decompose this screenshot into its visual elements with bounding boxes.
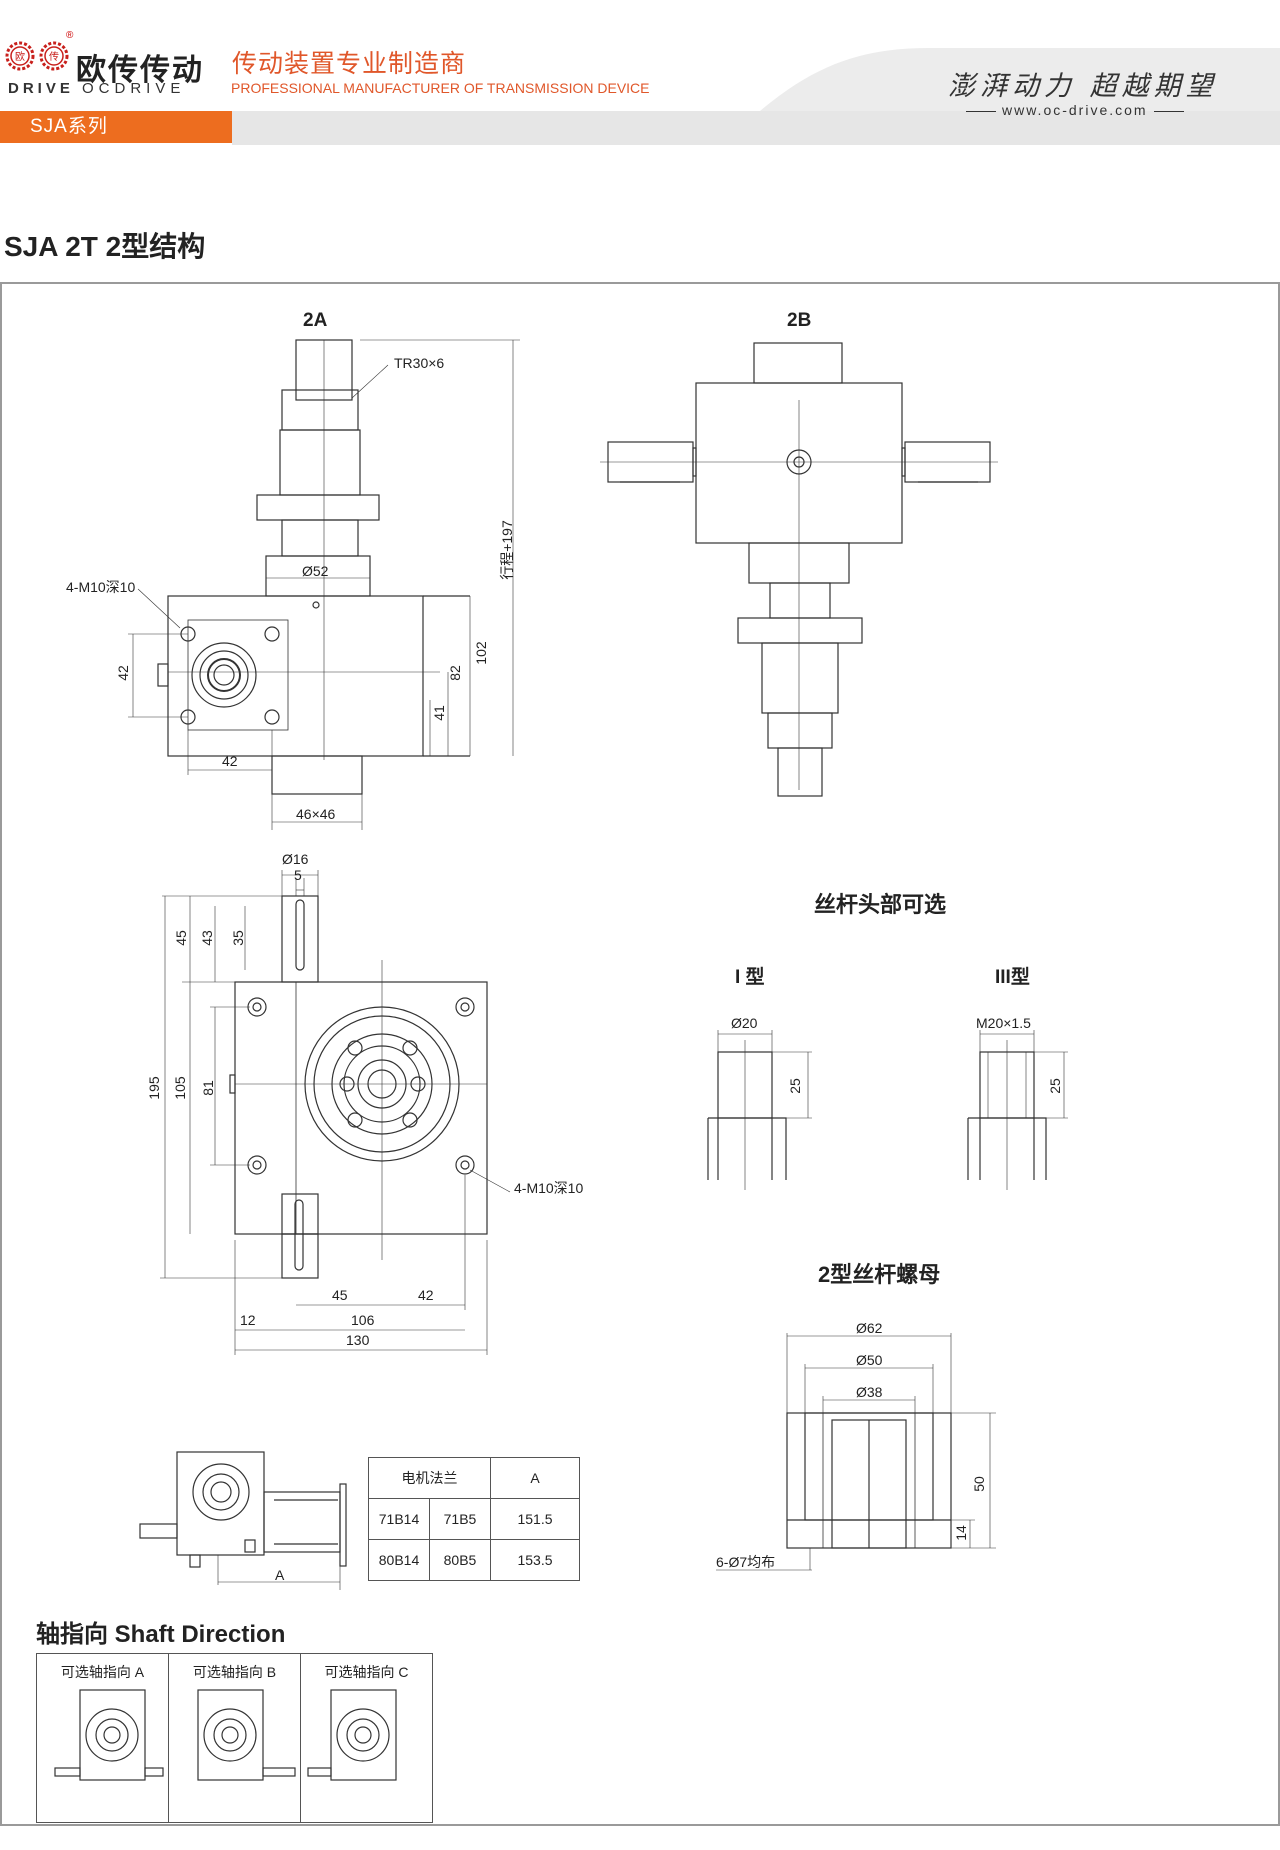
table-cell: 151.5 bbox=[490, 1498, 580, 1540]
screw-type3-label: III型 bbox=[995, 967, 1030, 988]
motor-flange-drawing bbox=[139, 1451, 347, 1590]
dim-41: 41 bbox=[431, 705, 447, 721]
registered-mark: ® bbox=[66, 30, 74, 41]
screw-type1-label: I 型 bbox=[735, 967, 765, 988]
table-header-a: A bbox=[490, 1457, 580, 1499]
dim-42-horizontal: 42 bbox=[222, 753, 238, 769]
nut-title: 2型丝杆螺母 bbox=[818, 1262, 941, 1287]
front-view-drawing bbox=[160, 870, 511, 1355]
logo-en-right: OCDRIVE bbox=[82, 80, 186, 97]
screw-type1-len: 25 bbox=[787, 1078, 803, 1094]
screw-head-drawing bbox=[707, 1030, 1068, 1190]
dim-45-top: 45 bbox=[173, 930, 189, 946]
screw-type1-dia: Ø20 bbox=[731, 1015, 758, 1031]
motor-dim-a: A bbox=[275, 1567, 285, 1583]
nut-dia50: Ø50 bbox=[856, 1352, 883, 1368]
table-header-row: 电机法兰 A bbox=[368, 1457, 580, 1499]
logo-badge-left: 欧 bbox=[15, 51, 25, 63]
dim-12: 12 bbox=[240, 1312, 256, 1328]
dim-106: 106 bbox=[351, 1312, 375, 1328]
dim-130: 130 bbox=[346, 1332, 370, 1348]
screw-type3-len: 25 bbox=[1047, 1078, 1063, 1094]
nut-dia38: Ø38 bbox=[856, 1384, 883, 1400]
nut-h14: 14 bbox=[953, 1525, 969, 1541]
table-cell: 80B14 bbox=[368, 1539, 430, 1581]
shaft-option-label: 可选轴指向 C bbox=[324, 1664, 409, 1680]
logo-name: 欧传传动 bbox=[76, 53, 204, 88]
nut-drawing bbox=[716, 1333, 996, 1571]
logo-en: DRIVE OCDRIVE bbox=[8, 80, 185, 97]
view-2a-label: 2A bbox=[303, 310, 328, 331]
dim-35: 35 bbox=[230, 930, 246, 946]
dim-82: 82 bbox=[447, 665, 463, 681]
dim-195: 195 bbox=[146, 1076, 162, 1100]
page-title: SJA 2T 2型结构 bbox=[4, 231, 206, 262]
dim-45-bottom: 45 bbox=[332, 1287, 348, 1303]
view-2b-drawing bbox=[600, 342, 998, 797]
dim-43: 43 bbox=[199, 930, 215, 946]
website: www.oc-drive.com bbox=[960, 102, 1190, 118]
drawing-frame bbox=[0, 282, 1280, 1826]
dim-5: 5 bbox=[294, 867, 302, 883]
view-2a-drawing bbox=[128, 339, 520, 830]
screw-type3-dia: M20×1.5 bbox=[976, 1015, 1031, 1031]
shaft-option-label: 可选轴指向 B bbox=[192, 1664, 277, 1680]
dim-dia52: Ø52 bbox=[302, 563, 329, 579]
page-header: 欧 传 ® 欧传传动 DRIVE OCDRIVE 传动装置专业制造商 PROFE… bbox=[0, 0, 1280, 145]
dim-42-bottom: 42 bbox=[418, 1287, 434, 1303]
dim-hole-spec-front: 4-M10深10 bbox=[514, 1180, 584, 1196]
tagline-zh: 传动装置专业制造商 bbox=[232, 49, 467, 78]
logo-en-left: DRIVE bbox=[8, 80, 74, 97]
tagline-en: PROFESSIONAL MANUFACTURER OF TRANSMISSIO… bbox=[231, 80, 650, 96]
shaft-option-b: 可选轴指向 B bbox=[168, 1653, 301, 1823]
table-row: 71B14 71B5 151.5 bbox=[368, 1498, 580, 1540]
dim-dia16: Ø16 bbox=[282, 851, 309, 867]
screw-heads-title: 丝杆头部可选 bbox=[814, 892, 947, 917]
dim-105: 105 bbox=[172, 1076, 188, 1100]
shaft-option-a: 可选轴指向 A bbox=[36, 1653, 169, 1823]
dim-thread: TR30×6 bbox=[394, 355, 445, 371]
dim-46x46: 46×46 bbox=[296, 806, 336, 822]
dim-42-vertical: 42 bbox=[115, 665, 131, 681]
view-2b-label: 2B bbox=[787, 310, 812, 331]
table-row: 80B14 80B5 153.5 bbox=[368, 1539, 580, 1581]
dim-hole-spec-2a: 4-M10深10 bbox=[66, 579, 136, 595]
table-cell: 71B14 bbox=[368, 1498, 430, 1540]
shaft-option-label: 可选轴指向 A bbox=[60, 1664, 145, 1680]
dim-81: 81 bbox=[200, 1080, 216, 1096]
slogan: 澎湃动力 超越期望 bbox=[948, 71, 1218, 102]
shaft-direction-table: 可选轴指向 A 可选轴指向 B 可选轴指向 C bbox=[36, 1653, 433, 1823]
table-cell: 71B5 bbox=[429, 1498, 491, 1540]
motor-flange-table: 电机法兰 A 71B14 71B5 151.5 80B14 80B5 153.5 bbox=[368, 1457, 580, 1581]
dim-102: 102 bbox=[473, 641, 489, 665]
table-cell: 80B5 bbox=[429, 1539, 491, 1581]
shaft-option-c: 可选轴指向 C bbox=[300, 1653, 433, 1823]
nut-holes: 6-Ø7均布 bbox=[716, 1554, 776, 1570]
table-cell: 153.5 bbox=[490, 1539, 580, 1581]
table-header-flange: 电机法兰 bbox=[368, 1457, 491, 1499]
header-band bbox=[232, 48, 1280, 145]
nut-dia62: Ø62 bbox=[856, 1320, 883, 1336]
dim-stroke: 行程+197 bbox=[499, 520, 515, 580]
nut-h50: 50 bbox=[971, 1476, 987, 1492]
series-tab: SJA系列 bbox=[0, 111, 232, 143]
gear-logo-icon: 欧 传 bbox=[5, 41, 69, 71]
shaft-direction-title: 轴指向 Shaft Direction bbox=[36, 1621, 286, 1648]
logo-badge-right: 传 bbox=[49, 51, 59, 63]
